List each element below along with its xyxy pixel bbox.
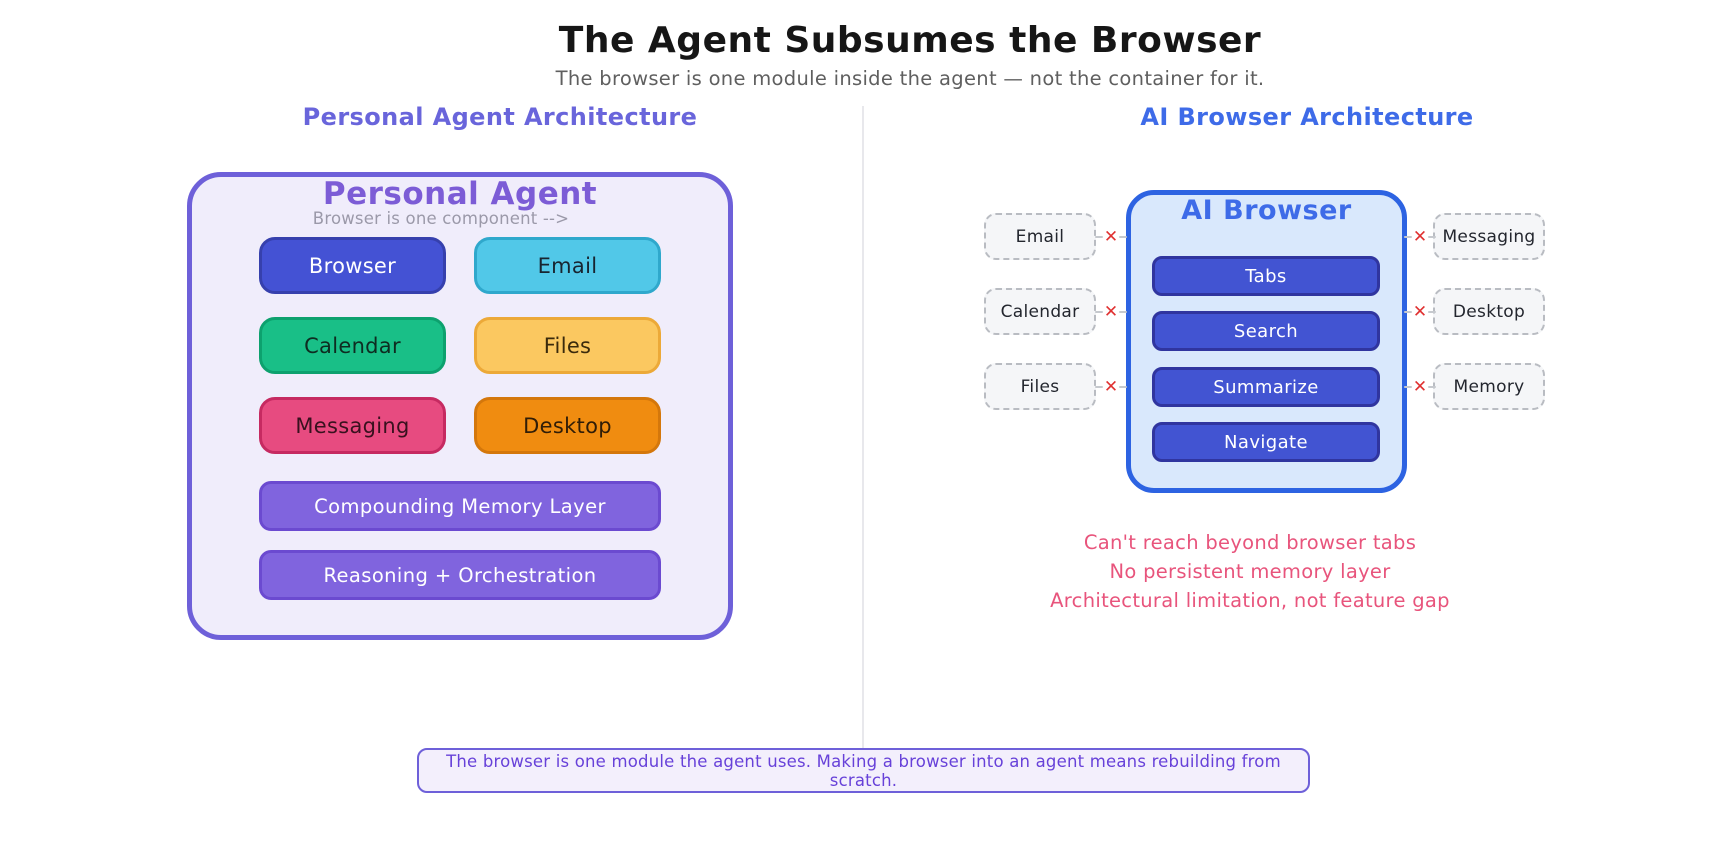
center-divider-line (862, 106, 864, 754)
blocked-messaging: Messaging (1433, 213, 1545, 260)
blocked-connector: ✕ (1094, 225, 1128, 249)
connector-stub (1094, 236, 1103, 238)
blocked-files: Files (984, 363, 1096, 410)
module-email: Email (474, 237, 661, 294)
left-column-heading: Personal Agent Architecture (302, 103, 698, 131)
feature-navigate: Navigate (1152, 422, 1380, 462)
feature-tabs: Tabs (1152, 256, 1380, 296)
blocked-x-icon: ✕ (1412, 376, 1428, 397)
feature-summarize: Summarize (1152, 367, 1380, 407)
blocked-calendar: Calendar (984, 288, 1096, 335)
blocked-email: Email (984, 213, 1096, 260)
blocked-x-icon: ✕ (1412, 226, 1428, 247)
blocked-x-icon: ✕ (1412, 301, 1428, 322)
module-messaging: Messaging (259, 397, 446, 454)
blocked-connector: ✕ (1403, 300, 1437, 324)
browser-component-annotation: Browser is one component --> (312, 209, 570, 228)
module-browser: Browser (259, 237, 446, 294)
layer-compounding-memory: Compounding Memory Layer (259, 481, 661, 531)
blocked-connector: ✕ (1094, 300, 1128, 324)
right-column-heading: AI Browser Architecture (1140, 103, 1474, 131)
connector-stub (1119, 386, 1128, 388)
connector-stub (1094, 386, 1103, 388)
connector-stub (1119, 311, 1128, 313)
module-files: Files (474, 317, 661, 374)
blocked-memory: Memory (1433, 363, 1545, 410)
connector-stub (1094, 311, 1103, 313)
module-desktop: Desktop (474, 397, 661, 454)
personal-agent-title: Personal Agent (322, 176, 598, 212)
page-subtitle: The browser is one module inside the age… (555, 67, 1265, 90)
connector-stub (1403, 236, 1412, 238)
connector-stub (1428, 311, 1437, 313)
blocked-x-icon: ✕ (1103, 226, 1119, 247)
page-title: The Agent Subsumes the Browser (558, 20, 1262, 61)
footer-note: The browser is one module the agent uses… (417, 748, 1310, 793)
connector-stub (1403, 311, 1412, 313)
connector-stub (1403, 386, 1412, 388)
blocked-connector: ✕ (1094, 375, 1128, 399)
limitation-line: Architectural limitation, not feature ga… (1050, 589, 1450, 612)
feature-search: Search (1152, 311, 1380, 351)
layer-reasoning-orchestration: Reasoning + Orchestration (259, 550, 661, 600)
blocked-connector: ✕ (1403, 225, 1437, 249)
limitation-line: No persistent memory layer (1109, 560, 1391, 583)
blocked-connector: ✕ (1403, 375, 1437, 399)
module-calendar: Calendar (259, 317, 446, 374)
blocked-x-icon: ✕ (1103, 301, 1119, 322)
connector-stub (1428, 236, 1437, 238)
ai-browser-title: AI Browser (1181, 195, 1352, 226)
blocked-x-icon: ✕ (1103, 376, 1119, 397)
connector-stub (1428, 386, 1437, 388)
blocked-desktop: Desktop (1433, 288, 1545, 335)
connector-stub (1119, 236, 1128, 238)
limitations-text: Can't reach beyond browser tabs No persi… (1040, 528, 1460, 615)
limitation-line: Can't reach beyond browser tabs (1083, 531, 1417, 554)
